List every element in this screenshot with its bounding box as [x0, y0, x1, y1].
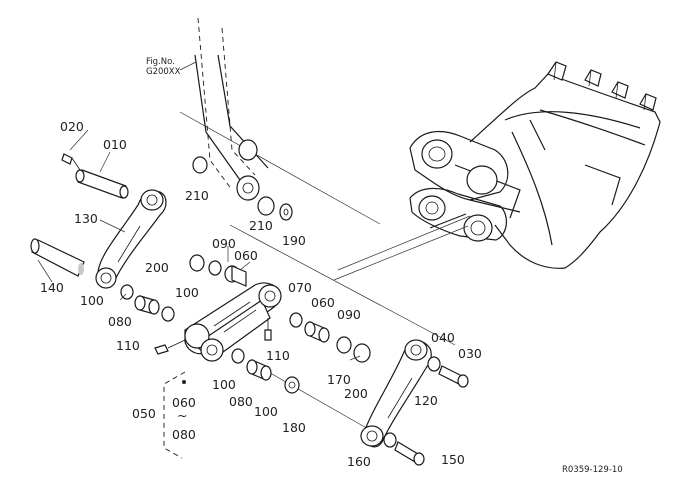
bucket [409, 61, 661, 269]
label-160: 160 [347, 454, 371, 469]
label-080-c: 080 [172, 427, 196, 442]
arm-reference [194, 17, 269, 201]
label-200-a: 200 [145, 260, 169, 275]
label-110-b: 110 [266, 348, 290, 363]
part-labels: 020 010 130 140 100 080 100 210 210 190 … [40, 119, 482, 469]
pin-140 [30, 238, 85, 277]
label-100-c: 100 [212, 377, 236, 392]
bushings-left [120, 284, 175, 322]
label-040: 040 [431, 330, 455, 345]
bushings-bottom [231, 348, 300, 394]
leader-lines [37, 129, 361, 361]
fig-code-label: G200XX [146, 67, 181, 77]
label-180: 180 [282, 420, 306, 435]
label-200-b: 200 [344, 386, 368, 401]
label-080-b: 080 [229, 394, 253, 409]
bushings-top [208, 260, 247, 287]
label-020: 020 [60, 119, 84, 134]
label-130: 130 [74, 211, 98, 226]
label-100-d: 100 [254, 404, 278, 419]
label-060-b: 060 [311, 295, 335, 310]
label-030: 030 [458, 346, 482, 361]
label-090-a: 090 [212, 236, 236, 251]
label-100-b: 100 [175, 285, 199, 300]
label-210-b: 210 [249, 218, 273, 233]
label-120: 120 [414, 393, 438, 408]
label-090-b: 090 [337, 307, 361, 322]
label-070: 070 [288, 280, 312, 295]
label-190: 190 [282, 233, 306, 248]
drawing-code: R0359-129-10 [562, 465, 623, 475]
label-060-a: 060 [234, 248, 258, 263]
bolt-030 [427, 356, 469, 388]
label-210-a: 210 [185, 188, 209, 203]
link-050 [184, 282, 282, 362]
link-120 [360, 339, 432, 448]
label-110-a: 110 [116, 338, 140, 353]
label-050: 050 [132, 406, 156, 421]
label-range-tilde: ~ [177, 408, 187, 423]
label-010: 010 [103, 137, 127, 152]
fig-no-label: Fig.No. [146, 57, 175, 67]
pin-010 [75, 169, 129, 199]
label-170: 170 [327, 372, 351, 387]
assembly-bracket [163, 371, 186, 459]
link-130 [95, 189, 167, 289]
range-dot [182, 380, 186, 384]
axis-lines [179, 111, 471, 431]
label-060-c: 060 [172, 395, 196, 410]
label-140: 140 [40, 280, 64, 295]
label-080-a: 080 [108, 314, 132, 329]
label-100-a: 100 [80, 293, 104, 308]
grease-nipples-110 [154, 318, 272, 355]
o-rings [189, 156, 371, 363]
bolt-150 [383, 432, 425, 466]
label-150: 150 [441, 452, 465, 467]
bushings-right [289, 312, 352, 354]
grease-nipple-020 [61, 153, 81, 171]
